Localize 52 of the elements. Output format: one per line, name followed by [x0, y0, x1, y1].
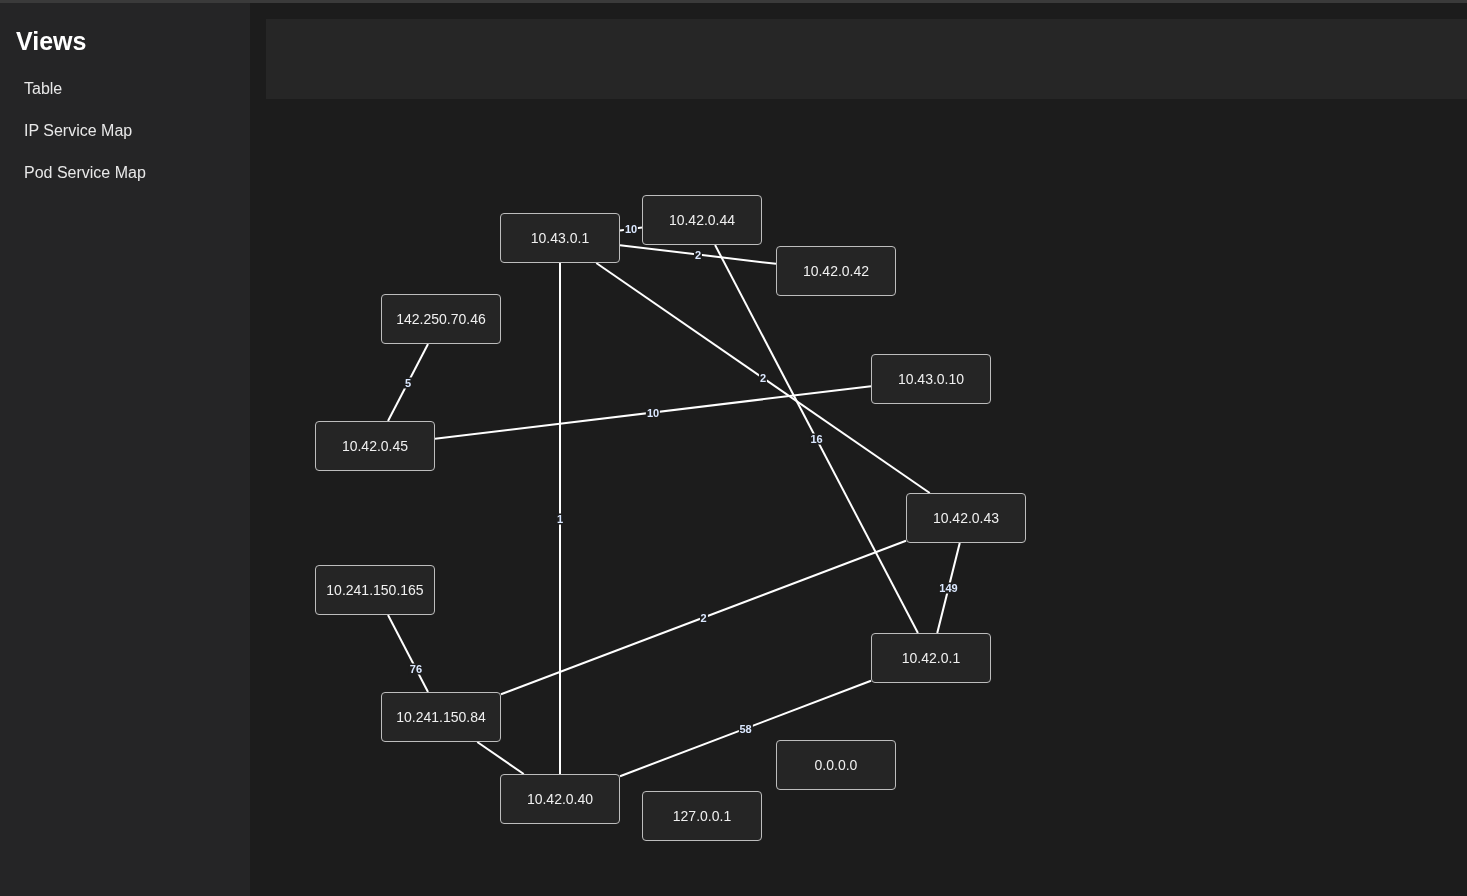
connector-line	[500, 539, 907, 696]
ip-node	[315, 421, 435, 471]
connector-line	[387, 343, 429, 422]
ip-node	[315, 565, 435, 615]
edge-label: 149	[938, 582, 959, 594]
sidebar-heading: Views	[16, 26, 87, 57]
connector-line	[619, 244, 777, 265]
ip-address: 10.42.0.40	[526, 789, 594, 809]
ip-address: 127.0.0.1	[672, 806, 732, 826]
ip-address: 10.241.150.84	[396, 707, 486, 727]
ip-node	[500, 774, 620, 824]
ip-address: 10.42.0.42	[802, 261, 870, 281]
nav-link: Table	[24, 78, 63, 99]
ip-address: 10.241.150.165	[326, 580, 424, 600]
ip-node	[776, 740, 896, 790]
ip-address: 10.43.0.1	[530, 228, 590, 248]
edge-label: 10	[623, 223, 639, 235]
edge-label: 58	[738, 723, 753, 734]
edge-label: 10	[645, 407, 661, 418]
ip-node	[500, 213, 620, 263]
nav-link: Pod Service Map	[24, 162, 146, 183]
ip-address: 10.42.0.45	[341, 436, 409, 456]
edge-label: 2	[693, 249, 703, 260]
edge-label: 1	[555, 513, 565, 524]
ip-address: 10.42.0.43	[932, 508, 1000, 528]
connector-line	[434, 385, 872, 440]
ip-node	[906, 493, 1026, 543]
ip-node	[381, 294, 501, 344]
edge-label: 2	[699, 612, 708, 623]
ip-address: 10.42.0.44	[668, 210, 736, 230]
connector-line	[595, 262, 931, 494]
ip-address: 142.250.70.46	[396, 309, 486, 329]
ip-node	[381, 692, 501, 742]
ip-node	[871, 354, 991, 404]
ip-address: 0.0.0.0	[814, 755, 858, 775]
edge-label: 5	[403, 377, 413, 388]
edge-label: 16	[809, 433, 824, 445]
ip-node	[776, 246, 896, 296]
connector-line	[714, 244, 919, 634]
ip-node	[642, 195, 762, 245]
nav-link: IP Service Map	[24, 120, 133, 141]
edge-label: 76	[408, 663, 424, 675]
edge-label: 2	[758, 372, 768, 384]
connector-line	[476, 741, 525, 775]
ip-address: 10.43.0.10	[897, 369, 965, 389]
connector-line	[559, 262, 561, 775]
connector-line	[936, 542, 961, 634]
connector-line	[619, 679, 872, 778]
ip-address: 10.42.0.1	[901, 648, 961, 668]
ip-node	[642, 791, 762, 841]
ip-node	[871, 633, 991, 683]
connector-line	[387, 614, 429, 693]
